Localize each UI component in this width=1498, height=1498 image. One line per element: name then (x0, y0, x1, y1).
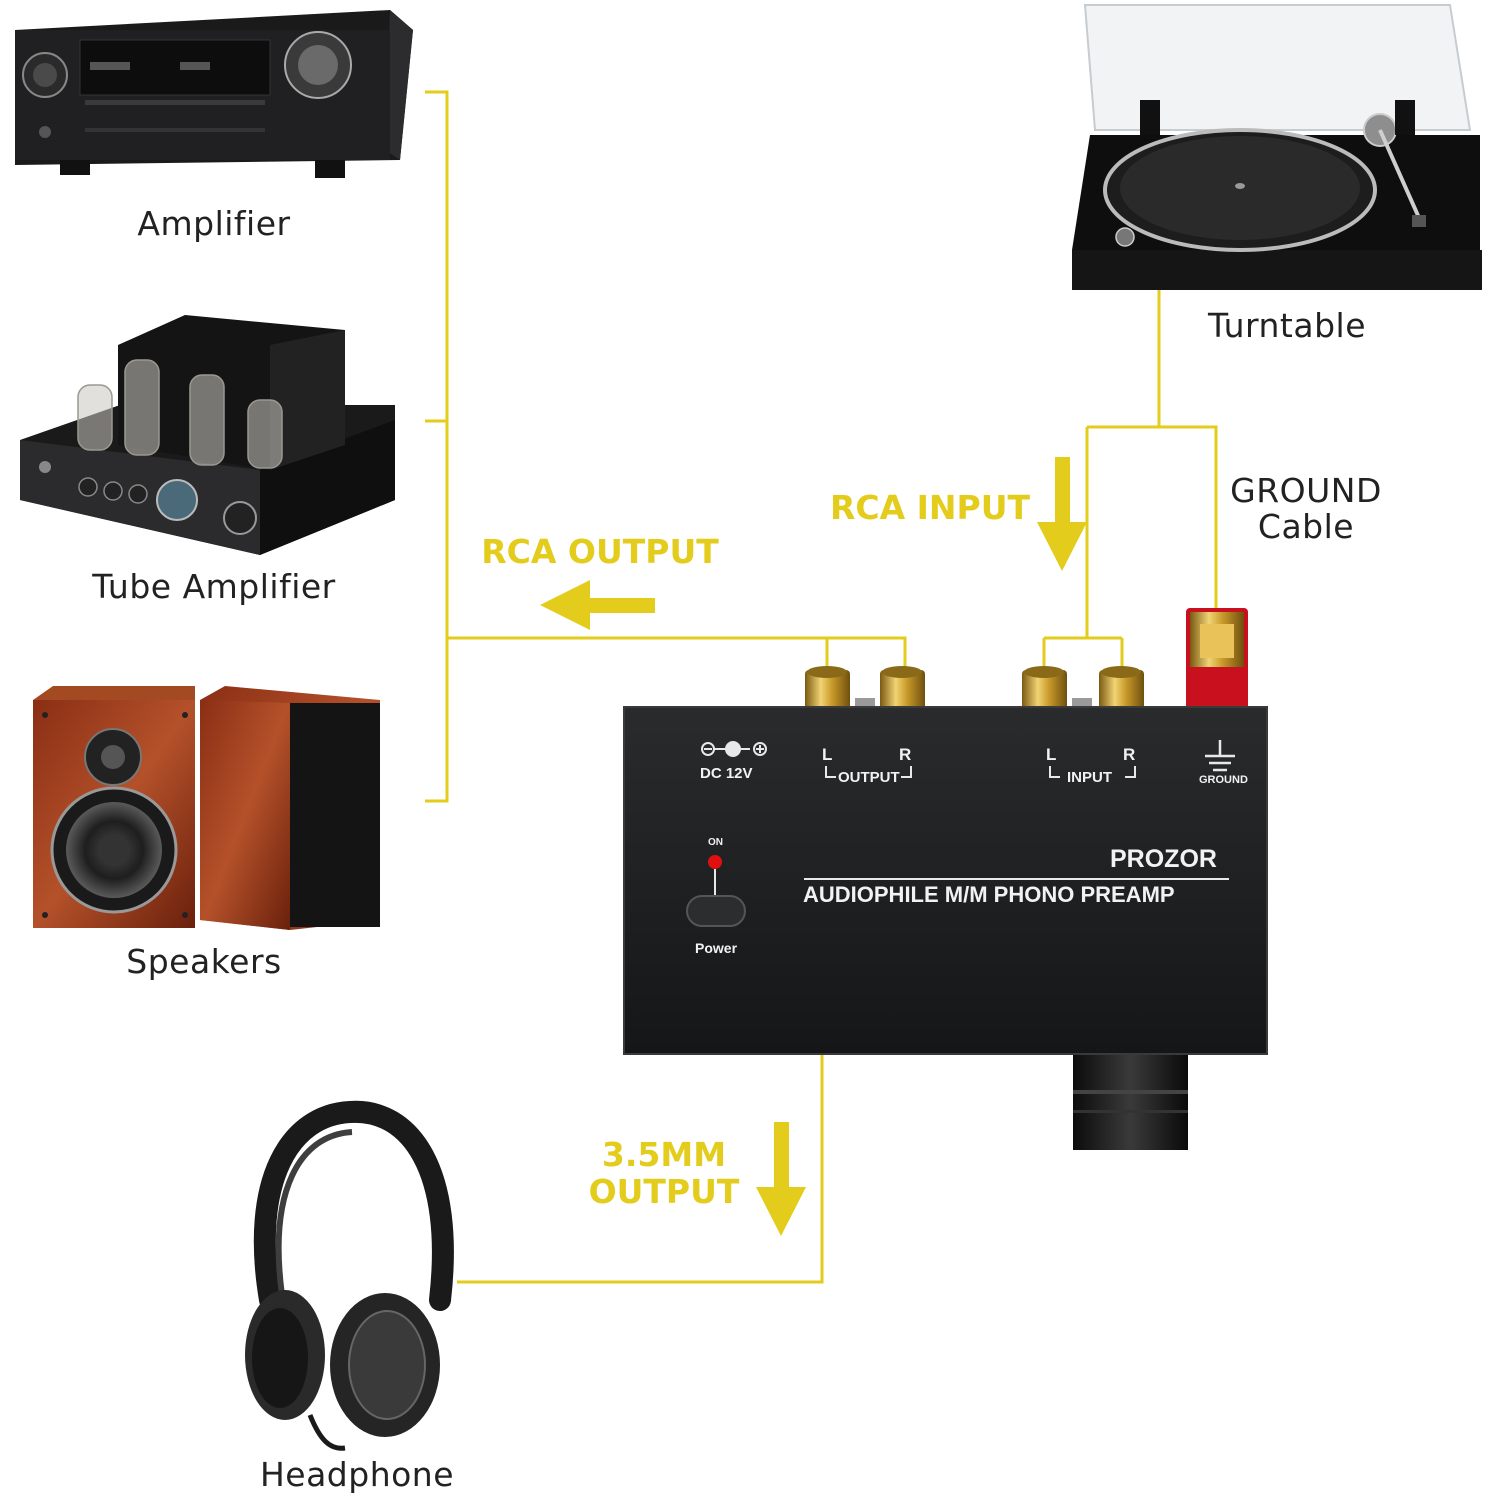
output-label: OUTPUT (838, 769, 900, 786)
brand-label: PROZOR (1110, 845, 1217, 873)
model-label: AUDIOPHILE M/M PHONO PREAMP (803, 882, 1175, 907)
input-rca-jacks (1022, 666, 1144, 712)
flow-arrows (540, 457, 1087, 1236)
power-label: Power (695, 940, 738, 956)
connection-lines (425, 90, 1218, 1284)
tube-amplifier-label: Tube Amplifier (92, 567, 336, 606)
power-led (708, 855, 722, 869)
dc-label: DC 12V (700, 765, 753, 782)
dc-symbol-icon (701, 741, 767, 757)
output-r-label: R (899, 745, 912, 764)
output-bracket (825, 766, 912, 778)
turntable-label: Turntable (1207, 306, 1367, 345)
tube-amplifier-image (20, 315, 395, 555)
input-label: INPUT (1067, 769, 1112, 786)
headphone-line (457, 1052, 824, 1284)
speakers-label: Speakers (126, 942, 282, 981)
amplifier-image (15, 10, 413, 178)
ground-symbol-icon (1205, 740, 1235, 772)
rca-input-arrow-icon (1037, 457, 1087, 571)
volume-knob (1073, 1050, 1188, 1150)
speakers-image (33, 686, 380, 930)
on-label: ON (708, 837, 723, 848)
amplifier-label: Amplifier (137, 204, 291, 243)
mm-output-label-line2: OUTPUT (588, 1172, 740, 1211)
rca-output-arrow-icon (540, 580, 655, 630)
turntable-image (1072, 4, 1482, 290)
input-bracket (1049, 766, 1136, 778)
rca-output-label: RCA OUTPUT (481, 532, 719, 571)
ground-cable-label-line2: Cable (1257, 507, 1355, 546)
turntable-line (1042, 290, 1218, 672)
input-l-label: L (1046, 745, 1057, 764)
ground-terminal (1186, 608, 1248, 710)
output-bus-line (425, 90, 907, 803)
ground-label: GROUND (1199, 774, 1248, 786)
headphone-image (245, 1100, 454, 1451)
power-switch (686, 895, 746, 927)
phono-preamp-device (623, 608, 1268, 1150)
mm-output-arrow-icon (756, 1122, 806, 1236)
mm-output-label-line1: 3.5MM (601, 1135, 727, 1174)
input-r-label: R (1123, 745, 1136, 764)
output-l-label: L (822, 745, 833, 764)
rca-input-label: RCA INPUT (829, 488, 1031, 527)
ground-cable-label-line1: GROUND (1230, 471, 1382, 510)
output-rca-jacks (805, 666, 925, 712)
headphone-label: Headphone (259, 1455, 455, 1494)
